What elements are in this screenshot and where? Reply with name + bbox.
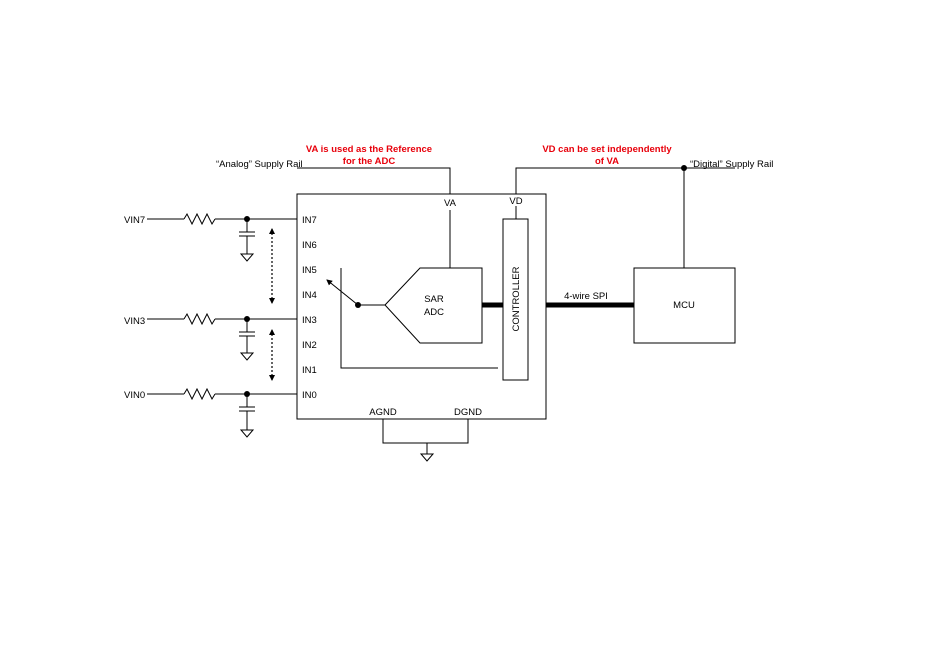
ground-icon	[239, 352, 255, 361]
va-pin-label: VA	[444, 198, 457, 209]
ground-icon	[419, 453, 435, 462]
vd-note-line-2: of VA	[595, 156, 619, 167]
capacitor-icon	[239, 319, 255, 353]
spi-label: 4-wire SPI	[564, 291, 608, 302]
capacitor-icon	[239, 394, 255, 430]
vin7-label: VIN7	[124, 215, 145, 226]
digital-rail-label: “Digital” Supply Rail	[690, 159, 773, 170]
channel-labels: IN7 IN6 IN5 IN4 IN3 IN2 IN1 IN0	[302, 215, 317, 401]
ground-tie-wire	[382, 419, 469, 444]
channel-label-in5: IN5	[302, 265, 317, 276]
ground-icon	[239, 253, 255, 262]
mux-switch-icon	[326, 279, 385, 308]
channel-label-in0: IN0	[302, 390, 317, 401]
channel-label-in4: IN4	[302, 290, 317, 301]
sar-label-line-1: SAR	[424, 294, 444, 305]
va-reference-note: VA is used as the Reference for the ADC	[306, 144, 432, 167]
channel-label-in3: IN3	[302, 315, 317, 326]
ground-icon	[239, 429, 255, 438]
analog-rail-wire	[297, 167, 451, 194]
mcu-label: MCU	[673, 300, 695, 311]
capacitor-icon	[239, 219, 255, 254]
vd-note-line-1: VD can be set independently	[542, 144, 672, 155]
va-note-line-2: for the ADC	[343, 156, 396, 167]
mux-bracket	[340, 268, 498, 369]
vin3-label: VIN3	[124, 316, 145, 327]
agnd-pin-label: AGND	[369, 407, 397, 418]
mcu-box	[633, 267, 736, 344]
adc-device-box	[296, 193, 547, 420]
vd-pin-label: VD	[509, 196, 522, 207]
channel-label-in2: IN2	[302, 340, 317, 351]
vin0-label: VIN0	[124, 390, 145, 401]
resistor-icon	[183, 387, 216, 401]
digital-rail-wire	[515, 167, 735, 194]
vd-independent-note: VD can be set independently of VA	[542, 144, 672, 167]
resistor-icon	[183, 312, 216, 326]
dgnd-pin-label: DGND	[454, 407, 482, 418]
sar-adc-shape	[384, 267, 483, 344]
sar-label-line-2: ADC	[424, 307, 444, 318]
resistor-icon	[183, 212, 216, 226]
channel-label-in6: IN6	[302, 240, 317, 251]
controller-label: CONTROLLER	[511, 266, 522, 331]
channel-label-in7: IN7	[302, 215, 317, 226]
analog-rail-label: “Analog” Supply Rail	[216, 159, 303, 170]
channel-label-in1: IN1	[302, 365, 317, 376]
va-note-line-1: VA is used as the Reference	[306, 144, 432, 155]
